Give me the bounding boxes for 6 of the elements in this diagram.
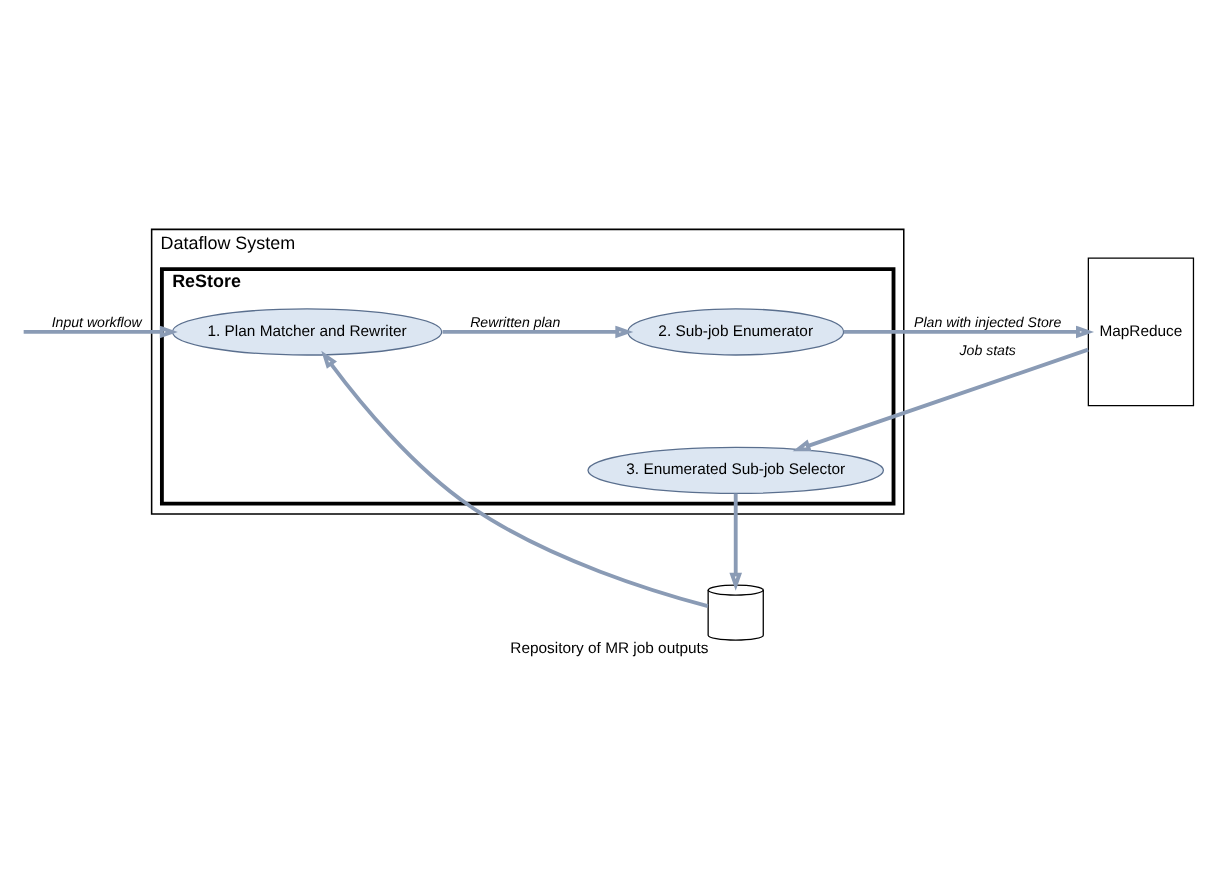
arrow bbox=[442, 325, 634, 339]
arrow bbox=[729, 493, 742, 591]
arrow bbox=[23, 325, 178, 339]
arrow bbox=[321, 350, 709, 608]
arrow bbox=[792, 347, 1089, 452]
arrow bbox=[843, 325, 1094, 339]
